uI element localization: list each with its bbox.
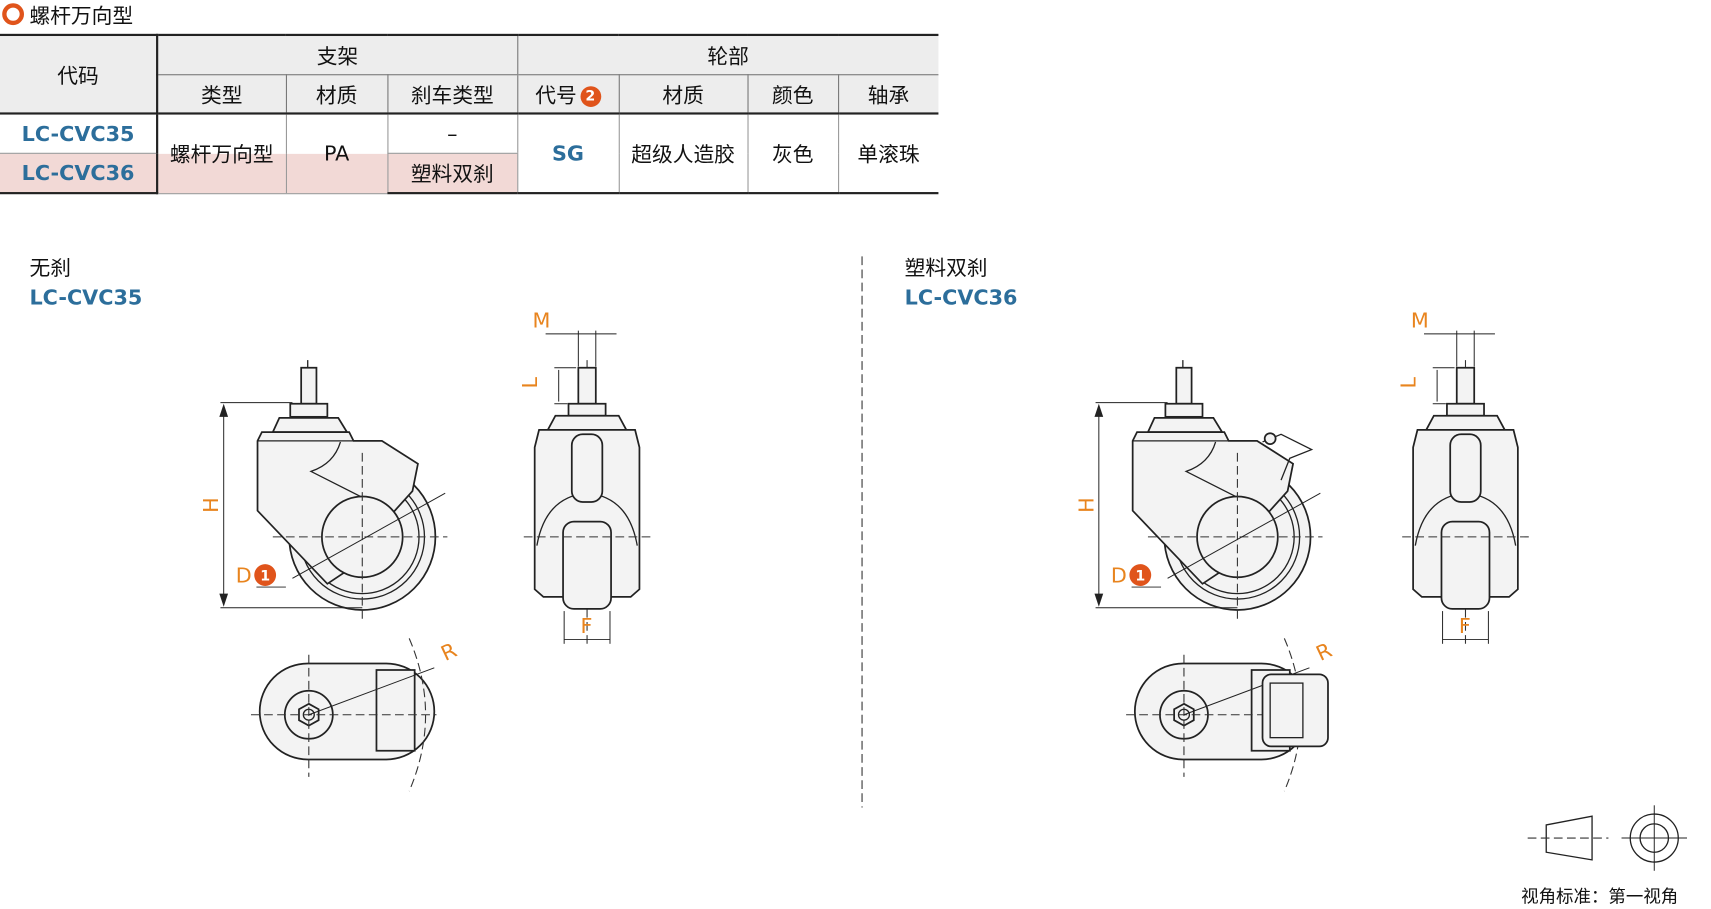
drawing-caption-2: 塑料双刹 LC-CVC36 (904, 256, 1018, 310)
model-code: LC-CVC35 (0, 113, 159, 154)
header-wheel: 轮部 (516, 33, 939, 76)
svg-text:1: 1 (260, 569, 270, 585)
table-row: LC-CVC35 螺杆万向型 PA – SG 超级人造胶 灰色 单滚珠 (0, 113, 939, 195)
type-cell: 螺杆万向型 (157, 113, 286, 194)
header-bearing: 轴承 (837, 74, 939, 115)
table-row: LC-CVC36 塑料双刹 (0, 153, 938, 195)
svg-text:R: R (437, 638, 460, 666)
header-brake-type: 刹车类型 (386, 74, 518, 115)
wheel-material-cell: 超级人造胶 (618, 113, 748, 195)
svg-text:M: M (533, 308, 551, 332)
color-cell: 灰色 (746, 113, 839, 195)
wheel-code-cell: SG (516, 113, 619, 195)
note-badge-icon (254, 564, 277, 586)
front-view-lc-cvc35 (522, 329, 652, 645)
svg-text:L: L (518, 376, 542, 388)
note-badge: 2 (579, 85, 601, 107)
svg-text:D: D (236, 564, 252, 588)
view-standard-note: 视角标准：第一视角 (1521, 886, 1679, 907)
svg-text:F: F (581, 614, 593, 638)
note-badge-icon (1129, 564, 1152, 586)
dimension-labels: M L H D 1 F R M L F H D 1 R (199, 308, 1471, 665)
section-title: 螺杆万向型 (2, 0, 133, 28)
brake-type-cell: – (386, 113, 518, 154)
header-bracket: 支架 (157, 33, 518, 76)
header-type: 类型 (157, 74, 286, 115)
svg-text:M: M (1411, 308, 1429, 332)
brake-type-cell: 塑料双刹 (386, 153, 518, 195)
circle-bullet-icon (2, 3, 25, 26)
drawing-caption-1: 无刹 LC-CVC35 (29, 256, 143, 310)
svg-text:H: H (1074, 497, 1098, 513)
side-view-lc-cvc36 (1093, 359, 1324, 623)
top-view-lc-cvc35 (250, 637, 438, 792)
side-view-lc-cvc35 (218, 359, 449, 623)
first-angle-projection-icon (1527, 805, 1687, 871)
svg-text:L: L (1396, 376, 1420, 388)
header-material: 材质 (285, 74, 388, 115)
material-cell: PA (285, 113, 388, 194)
svg-text:D: D (1111, 564, 1127, 588)
header-color: 颜色 (746, 74, 839, 115)
model-code: LC-CVC36 (0, 153, 159, 195)
svg-text:H: H (199, 497, 223, 513)
svg-text:F: F (1459, 614, 1471, 638)
svg-text:1: 1 (1135, 569, 1145, 585)
svg-text:R: R (1312, 638, 1335, 666)
front-view-lc-cvc36 (1401, 329, 1530, 645)
header-wheel-material: 材质 (618, 74, 748, 115)
bearing-cell: 单滚珠 (837, 113, 939, 195)
header-code: 代码 (0, 33, 159, 115)
top-view-lc-cvc36 (1125, 637, 1329, 792)
